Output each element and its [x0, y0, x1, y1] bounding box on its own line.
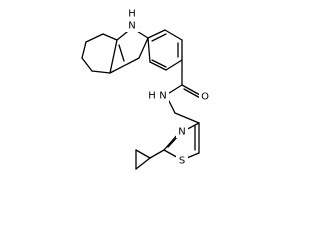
- thiazole-n-label: N: [178, 127, 185, 138]
- indole-n-label: N: [128, 21, 135, 32]
- cyclopropyl-ring: [135, 149, 165, 170]
- molecule-structure-diagram: H N O N H N S: [81, 9, 211, 170]
- thiazole-s-label: S: [179, 156, 185, 167]
- pyrrole-ring: [109, 27, 149, 74]
- amide-n-label: N: [159, 91, 166, 102]
- indole-h-label: H: [128, 9, 136, 20]
- amide-h-label: H: [148, 91, 156, 102]
- carbonyl-o-label: O: [201, 92, 209, 103]
- carboxamide-group: [165, 59, 203, 100]
- benzene-ring: [147, 29, 183, 71]
- cyclohexane-ring: [81, 33, 118, 74]
- methylene-linker: [165, 94, 200, 124]
